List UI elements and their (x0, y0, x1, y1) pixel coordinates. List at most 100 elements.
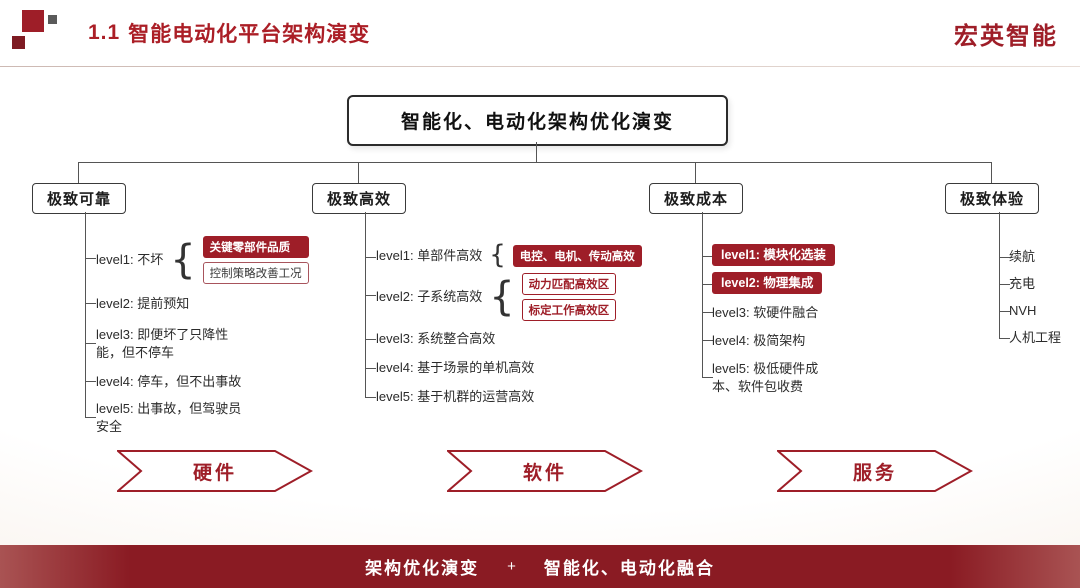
section-number: 1.1 (88, 21, 121, 44)
header: 1.1 智能电动化平台架构演变 宏英智能 (0, 0, 1080, 66)
badge: 动力匹配高效区 (521, 273, 617, 295)
tree-spine (85, 212, 86, 417)
arrow-shape-icon (117, 450, 313, 492)
brace-glyph: { (170, 237, 196, 283)
arrow-label: 软件 (522, 462, 567, 484)
tree-spine (702, 212, 703, 377)
tree-tick (365, 339, 376, 340)
tree-tick (999, 257, 1010, 258)
tree-tick (702, 340, 713, 341)
level-item: level1: 单部件高效 { 电控、电机、传动高效 (376, 240, 642, 270)
brace-glyph: { (489, 274, 515, 320)
connector-drop (991, 162, 992, 183)
category-box-experience: 极致体验 (945, 183, 1039, 214)
level-item: level3: 即便坏了只降性能，但不停车 (96, 326, 246, 361)
arrow-banner-service: 服务 (777, 450, 973, 492)
level-label: NVH (1009, 303, 1037, 318)
tree-tick (999, 338, 1010, 339)
level-label: level1: 不坏 (96, 252, 164, 268)
connector-drop (358, 162, 359, 183)
connector-drop (78, 162, 79, 183)
level-item: level1: 模块化选装 (712, 244, 835, 266)
tree-tick (702, 256, 713, 257)
tree-tick (365, 368, 376, 369)
connector-drop (695, 162, 696, 183)
arrow-banner-software: 软件 (447, 450, 643, 492)
level-item: level2: 子系统高效 { 动力匹配高效区 标定工作高效区 (376, 273, 617, 321)
level-item: 人机工程 (1009, 329, 1061, 347)
page-title: 1.1 智能电动化平台架构演变 (88, 0, 370, 66)
tree-tick (365, 257, 376, 258)
category-box-cost: 极致成本 (649, 183, 743, 214)
tree-spine (365, 212, 366, 397)
badge: level1: 模块化选装 (712, 244, 835, 266)
footer-right-text: 智能化、电动化融合 (543, 559, 715, 578)
level-label: level4: 停车，但不出事故 (96, 374, 242, 389)
level-label: level4: 基于场景的单机高效 (376, 360, 535, 375)
footer-bar: 架构优化演变 + 智能化、电动化融合 (0, 545, 1080, 588)
arrow-label: 硬件 (192, 462, 237, 484)
badge: 控制策略改善工况 (202, 262, 309, 284)
level-item: level5: 基于机群的运营高效 (376, 388, 534, 406)
category-box-efficiency: 极致高效 (312, 183, 406, 214)
level-label: level2: 子系统高效 (376, 289, 483, 305)
level-label: level3: 系统整合高效 (376, 331, 496, 346)
level-label: level3: 软硬件融合 (712, 305, 819, 320)
level-label: level5: 基于机群的运营高效 (376, 389, 535, 404)
level-label: 续航 (1009, 249, 1036, 264)
level-item: level2: 提前预知 (96, 295, 189, 313)
arrow-banner-hardware: 硬件 (117, 450, 313, 492)
tree-tick (702, 284, 713, 285)
badge: 关键零部件品质 (202, 236, 309, 258)
footer-left-text: 架构优化演变 (365, 559, 480, 578)
level-item: level4: 停车，但不出事故 (96, 373, 241, 391)
level-label: level5: 极低硬件成本、软件包收费 (712, 361, 819, 394)
logo-square-darkred-icon (12, 36, 25, 49)
tree-spine (999, 212, 1000, 338)
badge: level2: 物理集成 (712, 272, 823, 294)
level-label: level4: 极简架构 (712, 333, 806, 348)
connector-root-vertical (536, 142, 537, 162)
tree-tick (702, 312, 713, 313)
level-item: level5: 出事故，但驾驶员安全 (96, 400, 246, 435)
level-item: level4: 极简架构 (712, 332, 805, 350)
header-divider (0, 66, 1080, 67)
tree-tick (365, 397, 376, 398)
level-item: NVH (1009, 302, 1036, 320)
level-label: 人机工程 (1009, 330, 1062, 345)
footer-plus-sign: + (507, 558, 516, 575)
level-label: level5: 出事故，但驾驶员安全 (96, 401, 242, 434)
tree-tick (999, 284, 1010, 285)
level-label: level3: 即便坏了只降性能，但不停车 (96, 327, 229, 360)
tree-tick (85, 303, 96, 304)
level-item: level1: 不坏 { 关键零部件品质 控制策略改善工况 (96, 236, 309, 284)
level-item: level2: 物理集成 (712, 272, 823, 294)
level-item: 充电 (1009, 275, 1035, 293)
tree-tick (702, 377, 713, 378)
tree-tick (999, 311, 1010, 312)
tree-tick (85, 258, 96, 259)
level-item: level3: 软硬件融合 (712, 304, 818, 322)
level-item: 续航 (1009, 248, 1035, 266)
brand-name: 宏英智能 (954, 22, 1058, 50)
badge: 标定工作高效区 (521, 299, 617, 321)
level-item: level5: 极低硬件成本、软件包收费 (712, 360, 830, 395)
level-item: level3: 系统整合高效 (376, 330, 495, 348)
title-text: 智能电动化平台架构演变 (128, 23, 371, 46)
arrow-shape-icon (777, 450, 973, 492)
level-label: level1: 单部件高效 (376, 247, 483, 263)
connector-horizontal (78, 162, 992, 163)
badge: 电控、电机、传动高效 (512, 244, 642, 267)
category-box-reliability: 极致可靠 (32, 183, 126, 214)
root-box: 智能化、电动化架构优化演变 (347, 95, 728, 146)
arrow-label: 服务 (852, 462, 897, 484)
tree-tick (85, 417, 96, 418)
logo-square-red-icon (22, 10, 44, 32)
level-label: level2: 提前预知 (96, 296, 190, 311)
level-label: 充电 (1009, 276, 1036, 291)
level-item: level4: 基于场景的单机高效 (376, 359, 534, 377)
tree-tick (85, 343, 96, 344)
tree-tick (365, 295, 376, 296)
brace-glyph: { (489, 240, 506, 270)
